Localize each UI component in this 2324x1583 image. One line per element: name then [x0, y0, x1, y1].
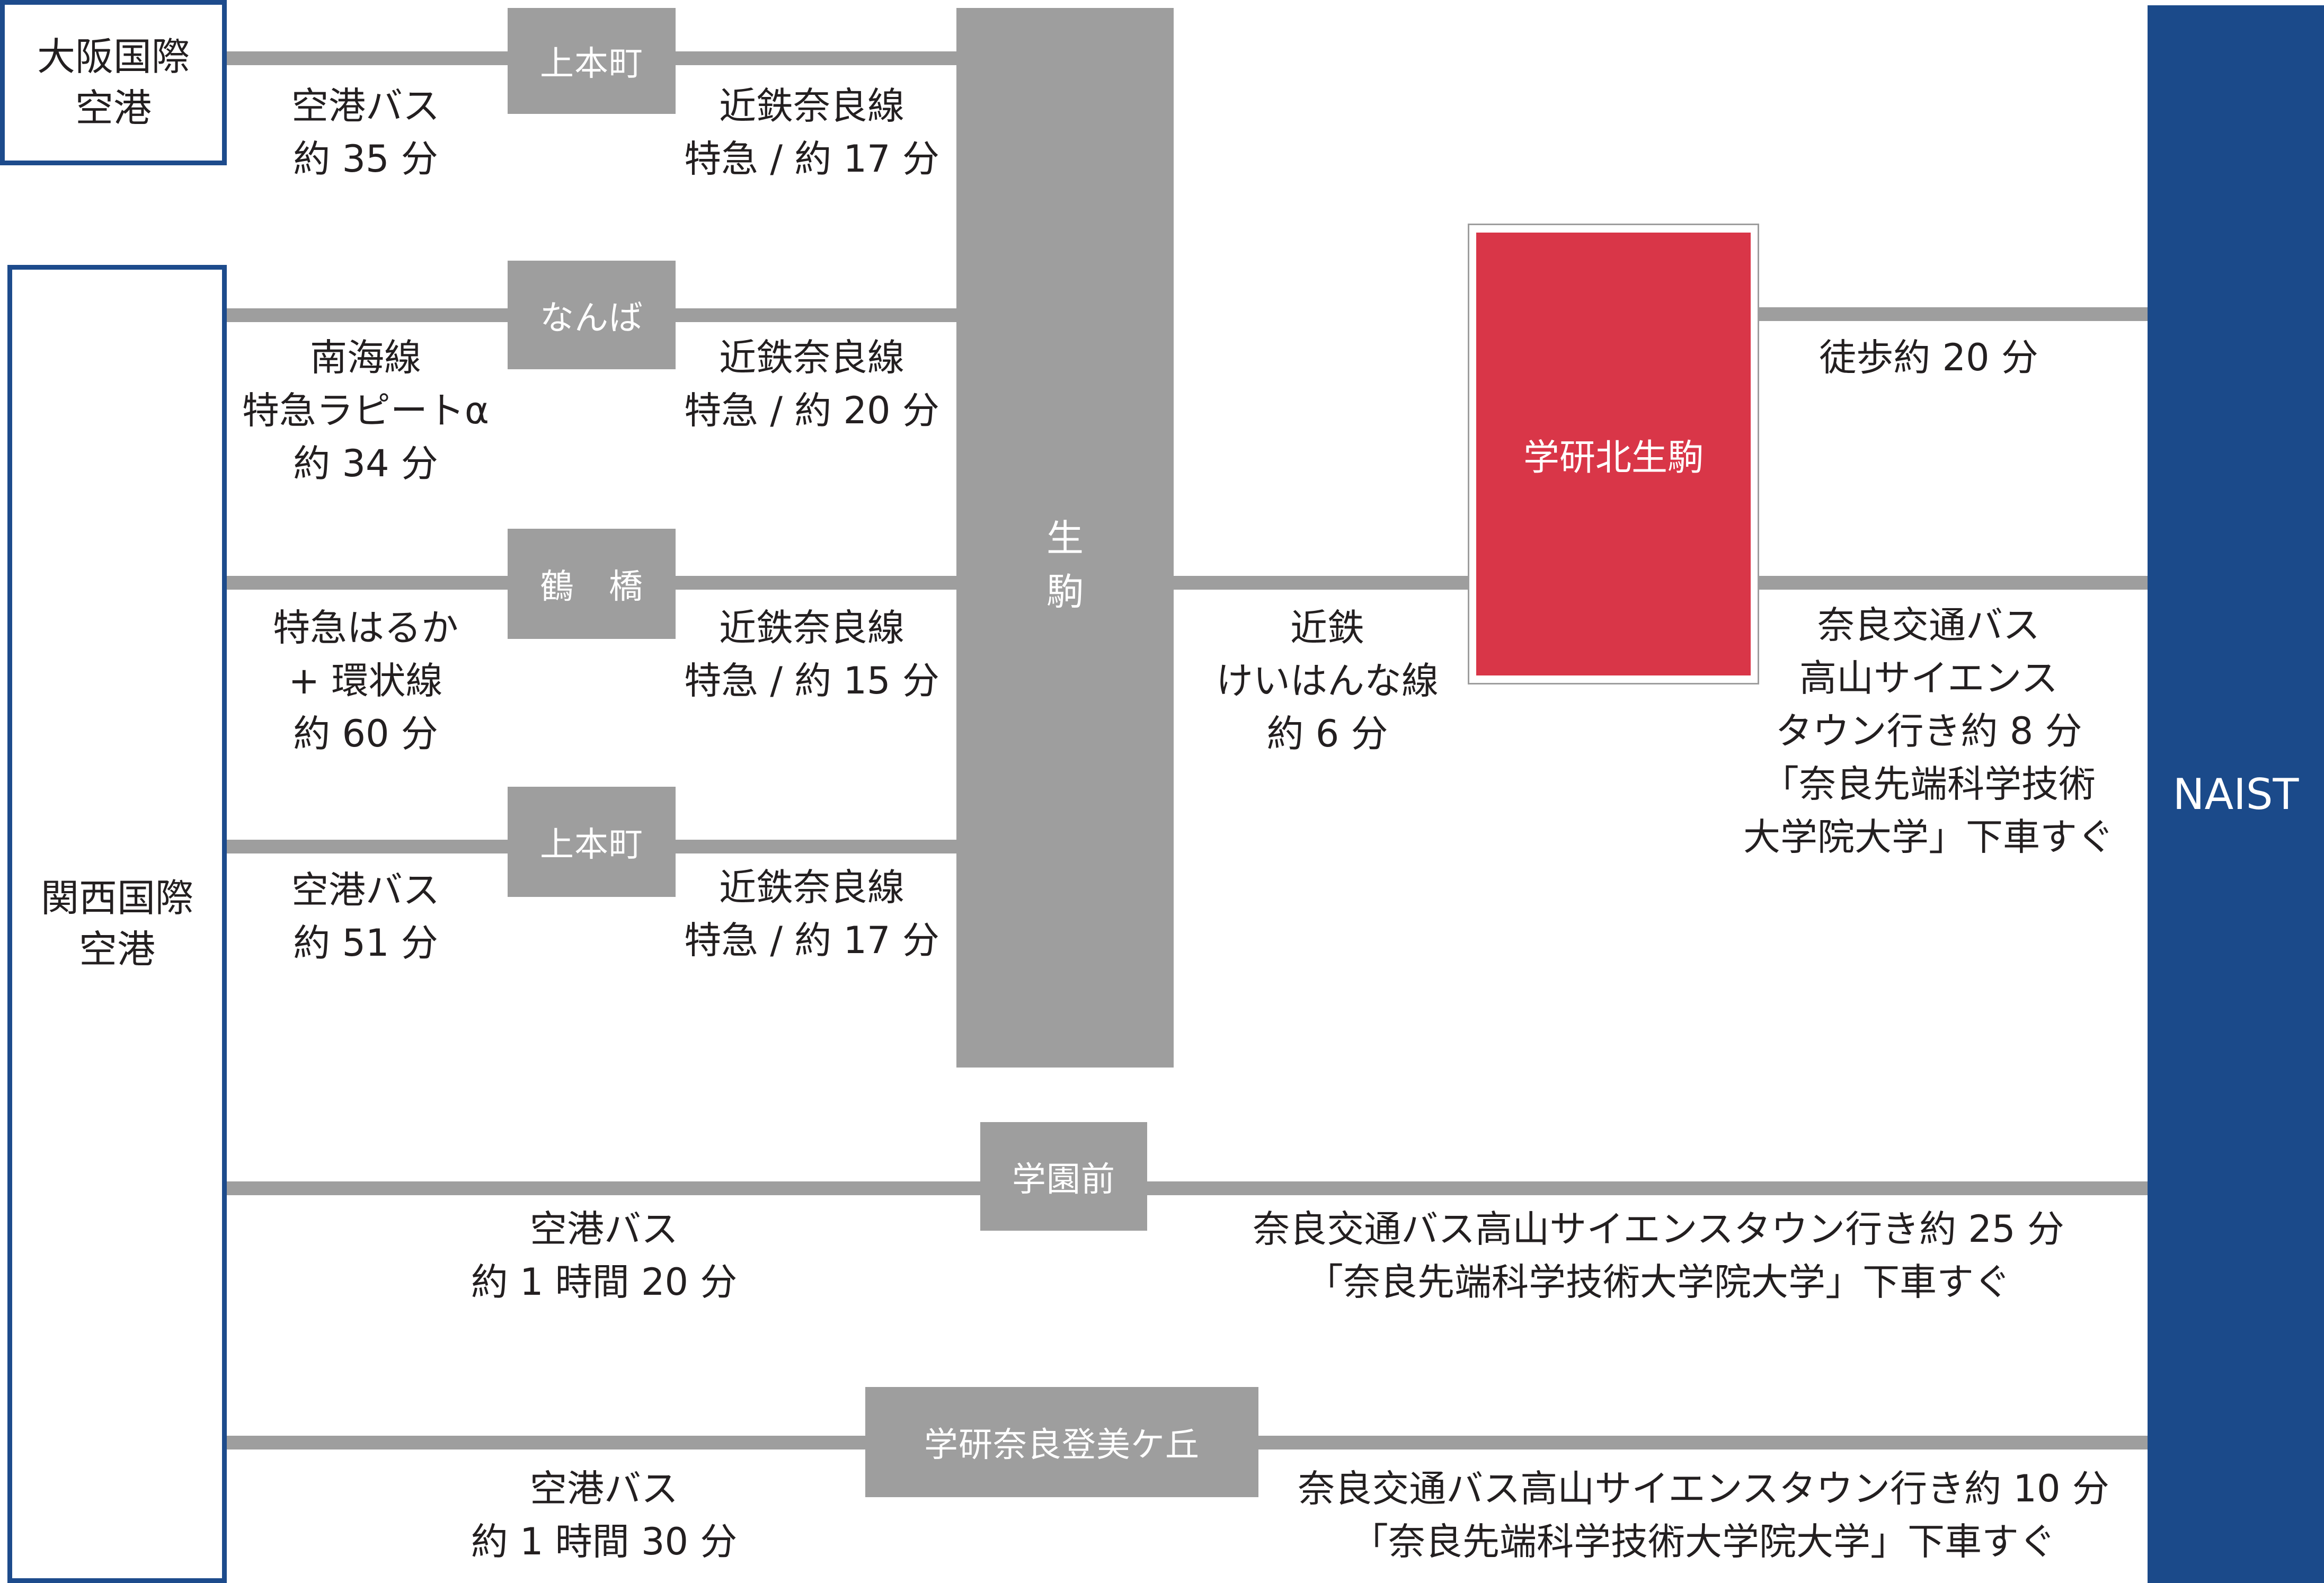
line-uehonmachi-ikoma-1: [676, 51, 956, 65]
station-gakken-kita-ikoma: 学研北生駒: [1476, 233, 1751, 675]
destination-naist: NAIST: [2148, 5, 2324, 1583]
line-kix-tomigaoka: [227, 1436, 868, 1449]
label-itami-kintetsu: 近鉄奈良線特急 / 約 17 分: [684, 84, 939, 181]
line-gakken-kita-naist-upper: [1759, 307, 2149, 321]
label-nara-kotsu-from-kita-ikoma: 奈良交通バス高山サイエンスタウン行き約 8 分「奈良先端科学技術大学院大学」下車…: [1743, 603, 2114, 859]
label-kix-bus-gakuenmae: 空港バス約 1 時間 20 分: [471, 1207, 738, 1304]
origin-osaka-itami-airport: 大阪国際 空港: [0, 0, 227, 165]
label-kix-bus-uehonmachi: 空港バス約 51 分: [291, 868, 440, 965]
label-walk: 徒歩約 20 分: [1819, 336, 2038, 379]
line-kix-gakuenmae: [227, 1181, 982, 1195]
label-uehonmachi-kintetsu: 近鉄奈良線特急 / 約 17 分: [684, 866, 939, 962]
label-gakuenmae-bus: 奈良交通バス高山サイエンスタウン行き約 25 分「奈良先端科学技術大学院大学」下…: [1253, 1207, 2064, 1304]
line-gakuenmae-naist: [1147, 1181, 2149, 1195]
station-ikoma: [956, 8, 1174, 1068]
label-tomigaoka-bus: 奈良交通バス高山サイエンスタウン行き約 10 分「奈良先端科学技術大学院大学」下…: [1298, 1467, 2109, 1563]
station-ikoma-label: 生 駒: [1046, 517, 1184, 613]
station-tsuruhashi: 鶴 橋: [508, 529, 676, 639]
station-gakken-nara-tomigaoka: 学研奈良登美ケ丘: [865, 1387, 1258, 1497]
line-tsuruhashi-ikoma: [676, 576, 956, 590]
origin-kansai-airport: 関西国際 空港: [7, 265, 227, 1583]
line-namba-ikoma: [676, 308, 956, 322]
line-ikoma-gakken-kita: [1174, 576, 1470, 590]
label-keihanna: 近鉄けいはんな線約 6 分: [1216, 606, 1439, 755]
station-uehonmachi-1: 上本町: [508, 8, 676, 114]
label-tsuruhashi-kintetsu: 近鉄奈良線特急 / 約 15 分: [684, 606, 939, 702]
station-namba: なんば: [508, 261, 676, 369]
label-itami-bus: 空港バス約 35 分: [291, 84, 440, 181]
station-uehonmachi-2: 上本町: [508, 787, 676, 897]
label-kix-haruka: 特急はるか+ 環状線約 60 分: [273, 606, 458, 755]
label-namba-kintetsu: 近鉄奈良線特急 / 約 20 分: [684, 336, 939, 432]
label-kix-bus-tomigaoka: 空港バス約 1 時間 30 分: [471, 1467, 738, 1563]
line-kix-tsuruhashi: [227, 576, 513, 590]
line-itami-uehonmachi: [227, 51, 513, 65]
line-kix-uehonmachi-2: [227, 840, 513, 853]
station-gakuenmae: 学園前: [980, 1122, 1147, 1231]
line-kix-namba: [227, 308, 513, 322]
line-gakken-kita-naist-lower: [1759, 576, 2149, 590]
station-gakken-kita-ikoma-frame: 学研北生駒: [1468, 224, 1759, 684]
line-uehonmachi-2-ikoma: [676, 840, 956, 853]
line-tomigaoka-naist: [1258, 1436, 2149, 1449]
